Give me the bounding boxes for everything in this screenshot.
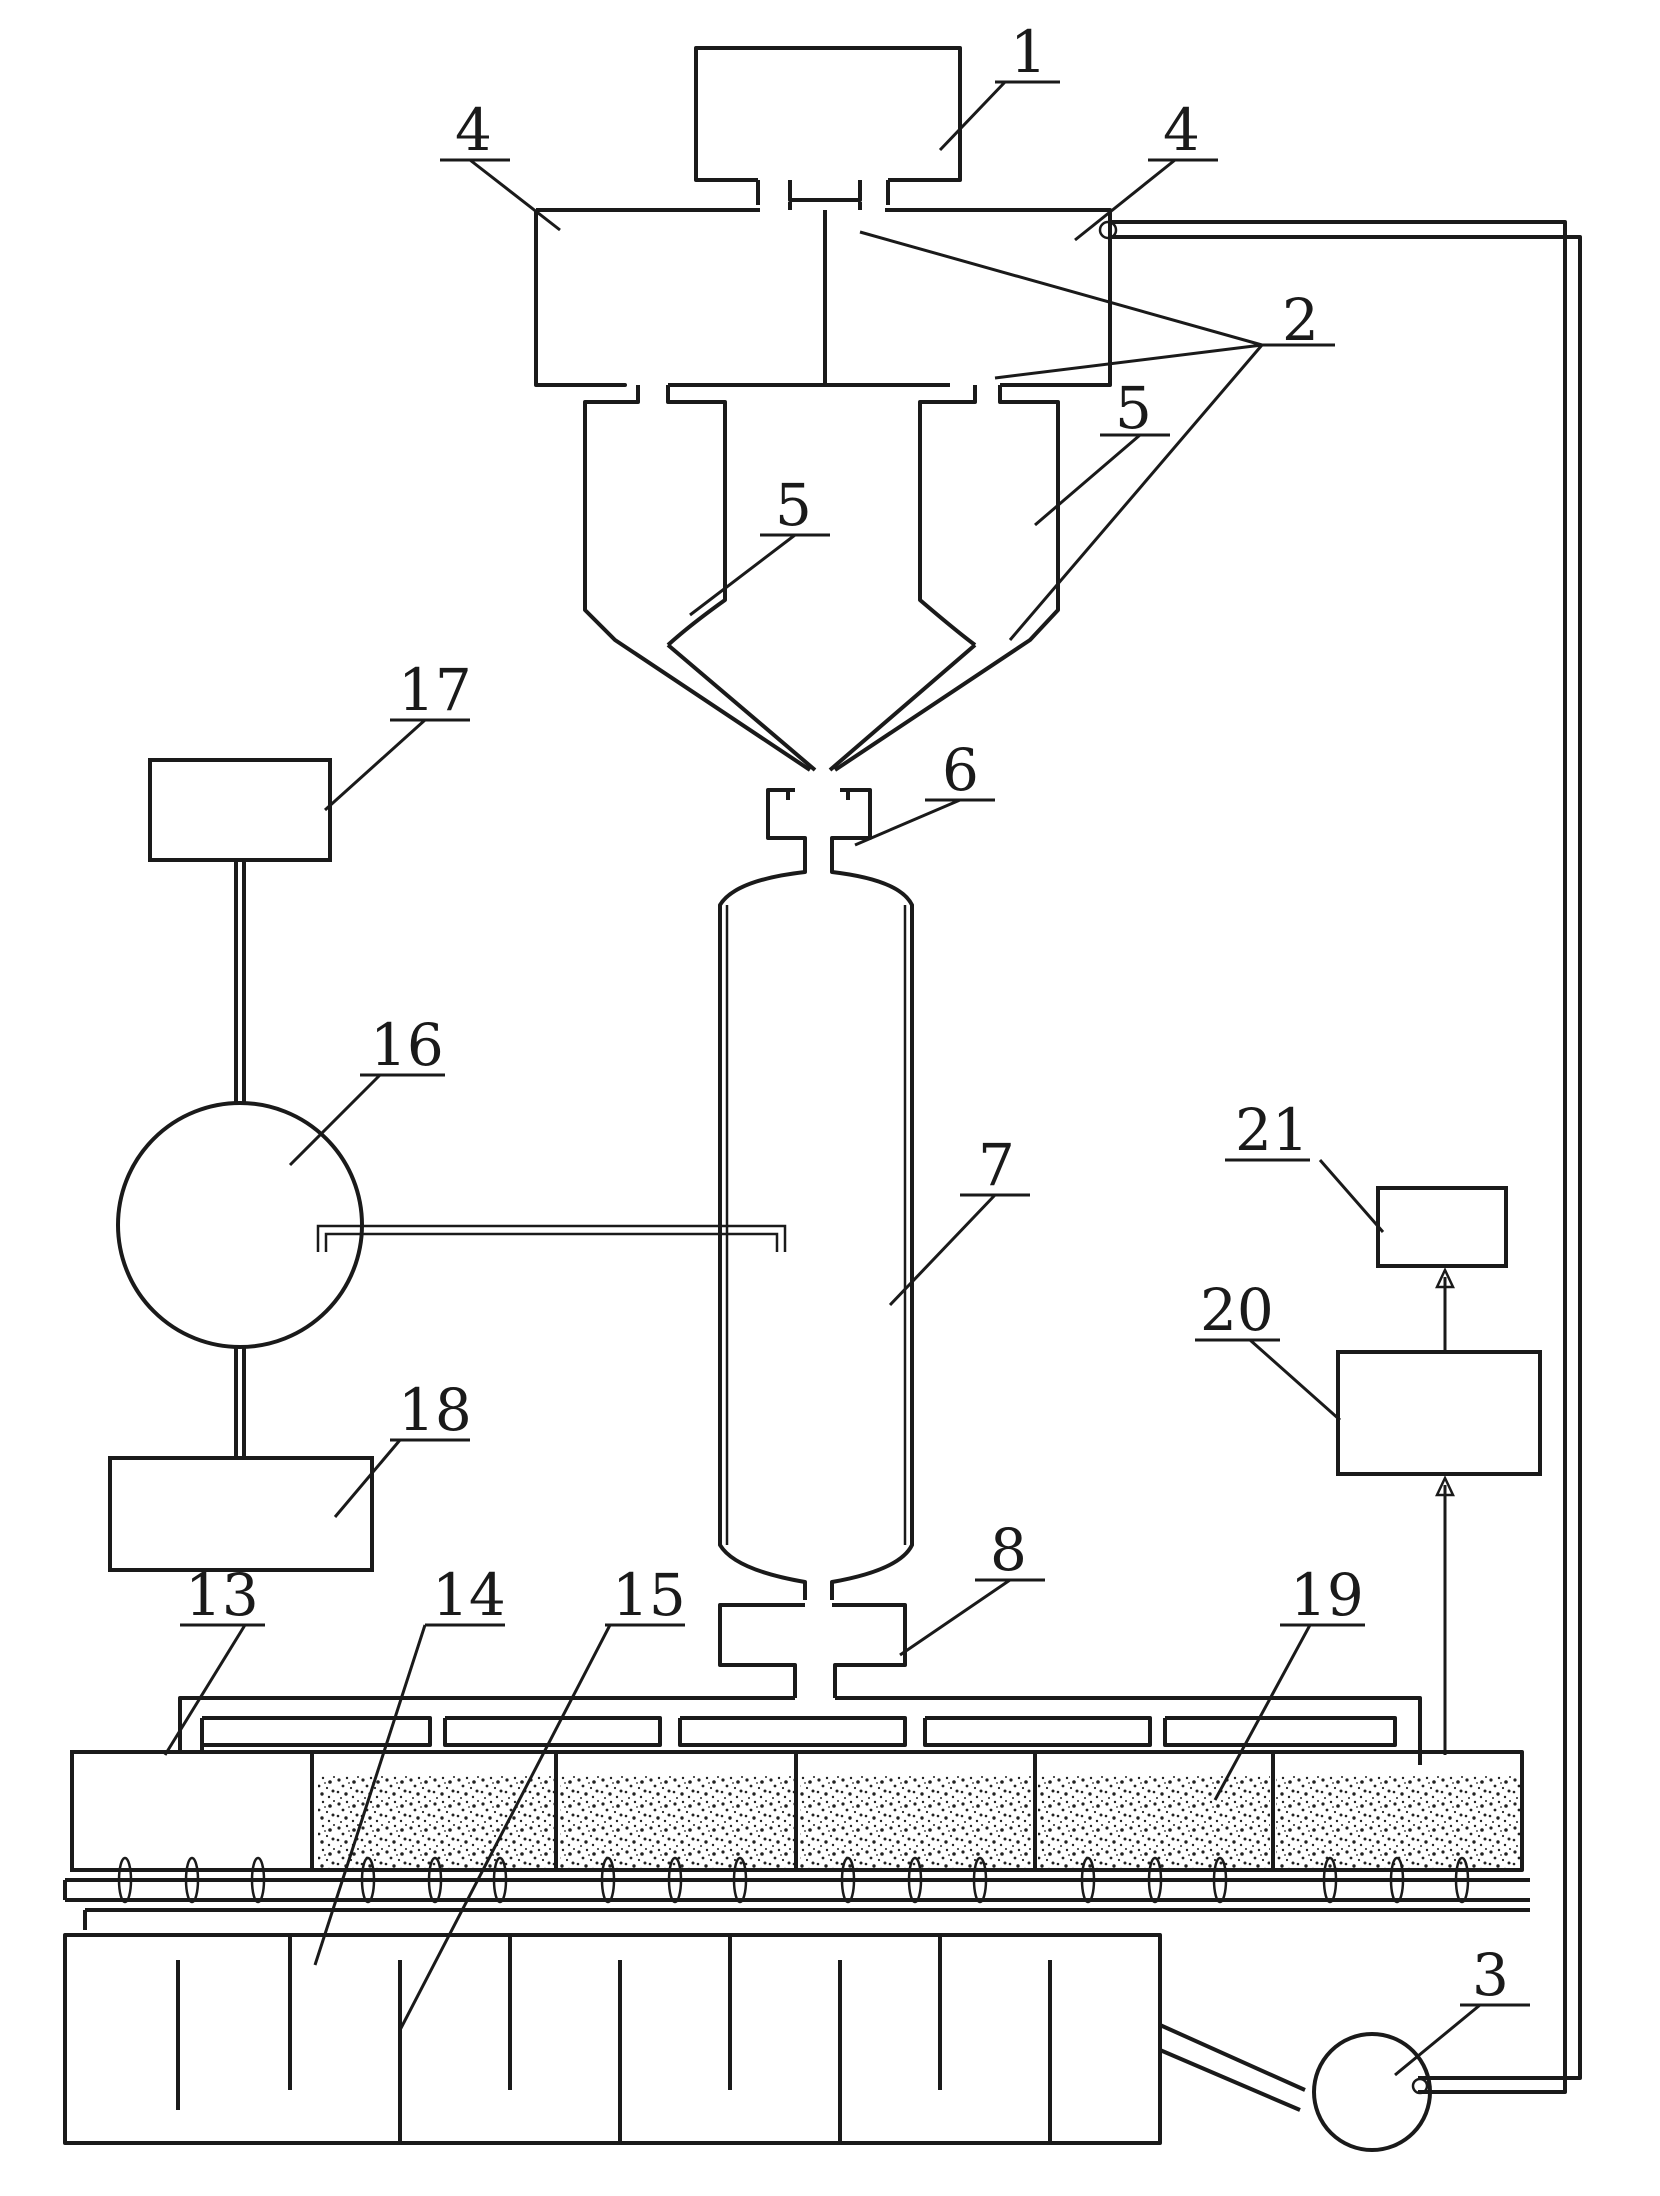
tray-2	[560, 1775, 794, 1870]
svg-text:6: 6	[942, 736, 979, 804]
tray-1	[318, 1775, 554, 1870]
label-8: 8	[975, 1516, 1045, 1584]
svg-text:15: 15	[612, 1561, 686, 1629]
unit-5-left-outlet	[666, 643, 817, 772]
unit-4-top-gap	[788, 202, 862, 210]
svg-text:2: 2	[1282, 286, 1319, 354]
svg-text:4: 4	[1163, 96, 1200, 164]
unit-15-baffles	[176, 1935, 1052, 2143]
label-16: 16	[360, 1011, 445, 1079]
label-17: 17	[390, 656, 472, 724]
label-13: 13	[180, 1561, 265, 1629]
unit-13-box	[70, 1750, 314, 1872]
unit-18-box	[108, 1456, 374, 1572]
return-pipe	[1112, 220, 1582, 2094]
label-21: 21	[1225, 1096, 1310, 1164]
return-pipe-inlet	[1098, 220, 1118, 240]
label-14: 14	[425, 1561, 506, 1629]
svg-text:1: 1	[1010, 18, 1047, 86]
unit-21-box	[1376, 1186, 1508, 1268]
svg-text:19: 19	[1290, 1561, 1364, 1629]
conveyor-rails	[63, 1878, 1530, 1930]
unit-1-port	[756, 180, 890, 205]
svg-text:3: 3	[1472, 1941, 1509, 2009]
label-1: 1	[995, 18, 1060, 86]
label-18: 18	[390, 1376, 472, 1444]
manifold	[178, 1696, 1422, 1765]
tray-to-20-arrowhead	[1435, 1475, 1455, 1497]
svg-text:18: 18	[398, 1376, 472, 1444]
svg-text:17: 17	[398, 656, 472, 724]
svg-text:5: 5	[775, 471, 812, 539]
unit-5-right-funnel	[833, 385, 1060, 772]
tank-to-pump-pipe	[1159, 2023, 1306, 2112]
svg-text:8: 8	[990, 1516, 1027, 1584]
label-5-right: 5	[1100, 374, 1170, 442]
label-2: 2	[1262, 286, 1335, 354]
unit-16-probe	[316, 1224, 787, 1252]
conveyor-rollers	[117, 1856, 1470, 1904]
label-4-right: 4	[1148, 96, 1218, 164]
tray-4	[1038, 1775, 1270, 1870]
label-19: 19	[1280, 1561, 1365, 1629]
unit-3-pump	[1312, 2032, 1432, 2152]
svg-text:7: 7	[978, 1131, 1015, 1199]
label-4-left: 4	[440, 96, 510, 164]
unit-20-box	[1336, 1350, 1542, 1476]
unit-5-right-outlet	[828, 643, 977, 772]
tray-5	[1276, 1775, 1521, 1870]
svg-text:21: 21	[1235, 1096, 1309, 1164]
unit-7-column	[718, 860, 914, 1600]
svg-text:16: 16	[370, 1011, 444, 1079]
label-3: 3	[1460, 1941, 1530, 2009]
unit-14-tank	[63, 1933, 1162, 2145]
label-5-left: 5	[760, 471, 830, 539]
unit-17-to-16-pipe	[234, 860, 246, 1105]
unit-16-to-18-pipe	[234, 1345, 246, 1460]
20-to-21-arrowhead	[1435, 1267, 1455, 1289]
pump-outlet	[1411, 2077, 1429, 2095]
svg-text:5: 5	[1115, 374, 1152, 442]
unit-5-left-funnel	[583, 385, 812, 772]
unit-4-chambers	[534, 208, 1112, 387]
label-7: 7	[960, 1131, 1030, 1199]
unit-6-connector	[766, 788, 872, 860]
unit-1-box	[694, 46, 962, 182]
svg-text:13: 13	[185, 1561, 259, 1629]
label-6: 6	[925, 736, 995, 804]
tray-3	[800, 1775, 1032, 1870]
unit-17-box	[148, 758, 332, 862]
label-20: 20	[1195, 1276, 1280, 1344]
svg-text:14: 14	[432, 1561, 506, 1629]
svg-text:4: 4	[455, 96, 492, 164]
label-15: 15	[605, 1561, 686, 1629]
tray-frame	[312, 1750, 1524, 1872]
svg-text:20: 20	[1200, 1276, 1274, 1344]
unit-8-connector	[718, 1603, 907, 1698]
leader-lines	[163, 80, 1481, 2077]
